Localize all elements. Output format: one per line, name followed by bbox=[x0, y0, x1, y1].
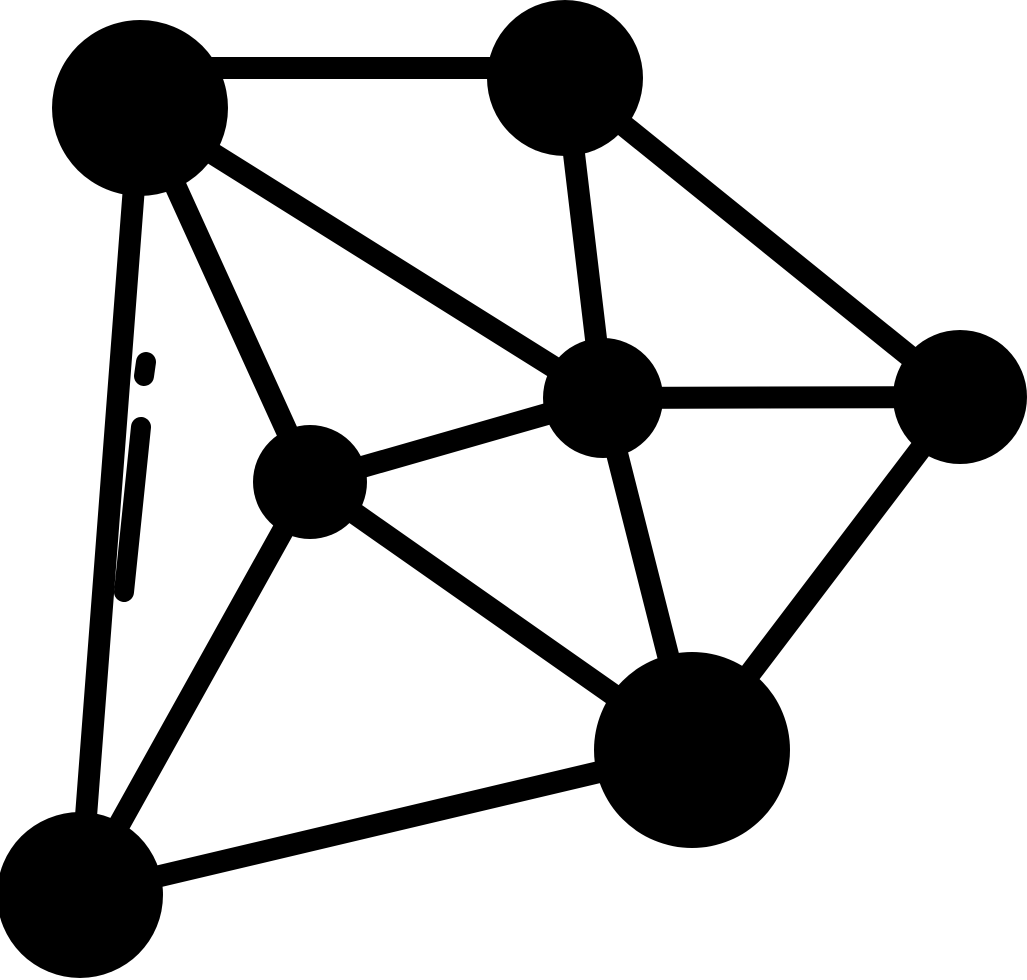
node-top-left bbox=[52, 20, 228, 196]
highlight-stroke bbox=[114, 417, 151, 602]
node-top-middle bbox=[487, 0, 643, 156]
node-bottom-left bbox=[0, 812, 163, 978]
edge-topmid-right bbox=[554, 67, 971, 408]
node-right bbox=[893, 330, 1027, 464]
highlight-dot bbox=[134, 352, 156, 386]
edge-topleft-center bbox=[129, 97, 614, 409]
edge-bottomleft-bottomright bbox=[69, 739, 703, 906]
node-center bbox=[543, 338, 663, 458]
node-bottom-right bbox=[594, 652, 790, 848]
edge-topleft-bottomleft bbox=[69, 97, 151, 906]
connector-lines bbox=[69, 57, 971, 906]
highlight-marks bbox=[114, 352, 156, 602]
node-inner-left bbox=[253, 425, 367, 539]
